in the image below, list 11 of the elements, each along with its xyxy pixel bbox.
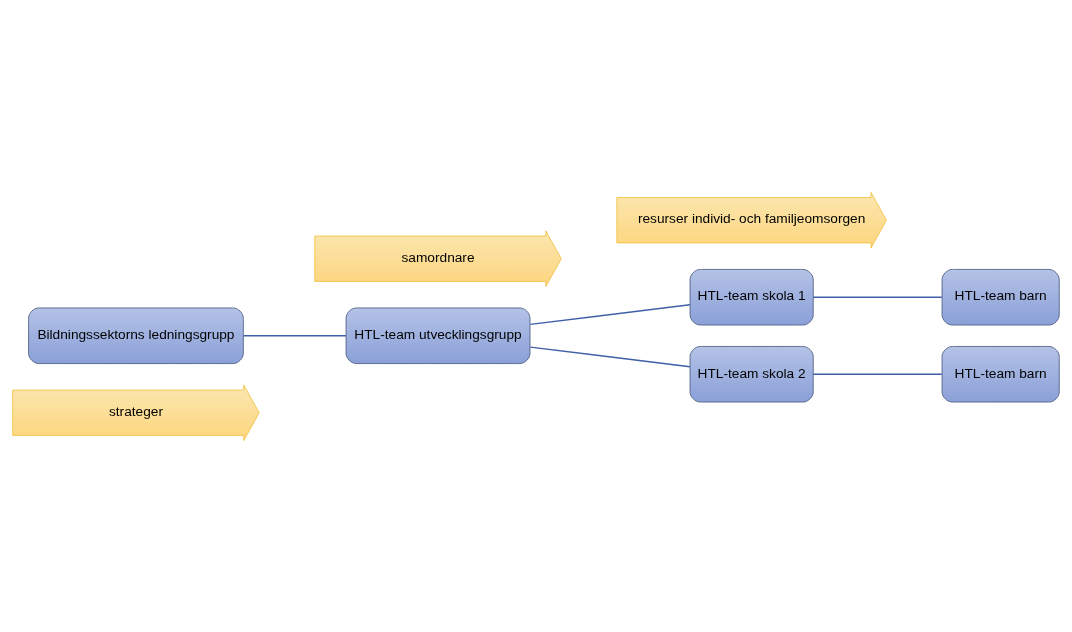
node-box: HTL-team utvecklingsgrupp [345,307,531,364]
connector [812,373,943,375]
node-box: HTL-team skola 1 [689,268,814,325]
connector [529,345,691,367]
connector [529,303,691,325]
connector [242,334,347,336]
connector [812,296,943,298]
node-box: HTL-team barn [941,268,1060,325]
node-box: HTL-team skola 2 [689,345,814,402]
node-box: HTL-team barn [941,345,1060,402]
node-box: Bildningssektorns ledningsgrupp [28,307,244,364]
